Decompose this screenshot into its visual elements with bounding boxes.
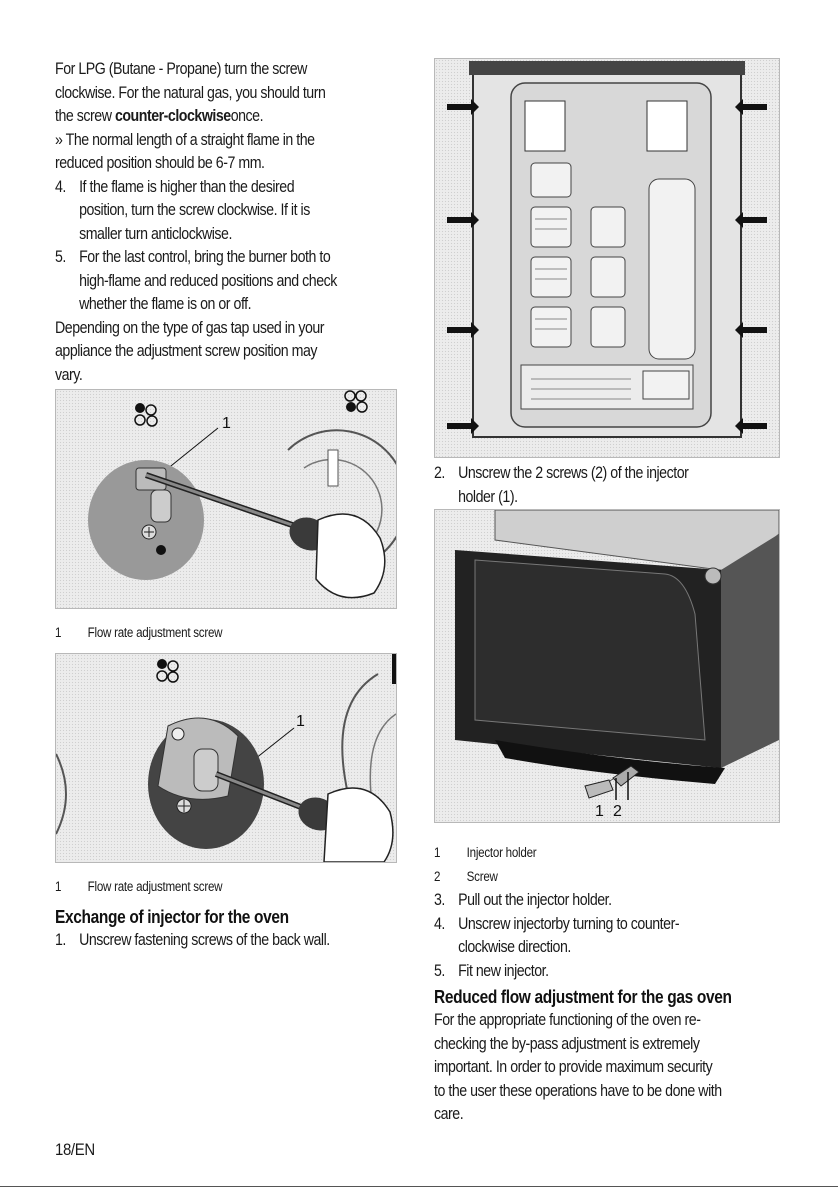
depend-line: vary. bbox=[55, 365, 83, 384]
legend-injector-holder: 1 Injector holder bbox=[434, 845, 537, 860]
step-4: 4. If the flame is higher than the desir… bbox=[55, 177, 310, 243]
reduced-flow-paragraph: For the appropriate functioning of the o… bbox=[434, 1011, 722, 1123]
bottom-rule bbox=[0, 1186, 838, 1187]
step-3: 3. Pull out the injector holder. bbox=[434, 891, 612, 909]
burner-screw-illustration-2: 1 bbox=[56, 654, 396, 862]
heading-exchange-injector: Exchange of injector for the oven bbox=[55, 907, 289, 927]
right-column: 2. Unscrew the 2 screws (2) of the injec… bbox=[434, 58, 782, 1127]
figure-back-wall bbox=[434, 58, 780, 458]
note-line: reduced position should be 6-7 mm. bbox=[55, 154, 265, 172]
intro-line: For LPG (Butane - Propane) turn the scre… bbox=[55, 60, 307, 78]
figure2-legend: 1 Flow rate adjustment screw bbox=[55, 879, 223, 894]
heading-reduced-flow: Reduced flow adjustment for the gas oven bbox=[434, 987, 732, 1007]
injector-holder-illustration: 1 2 bbox=[455, 510, 779, 820]
step-5: 5. Fit new injector. bbox=[434, 961, 549, 980]
figure-flow-screw-2: 1 bbox=[55, 653, 397, 863]
oven-back-wall-illustration bbox=[447, 61, 767, 438]
left-column: For LPG (Butane - Propane) turn the scre… bbox=[55, 58, 403, 953]
note-line: » The normal length of a straight flame … bbox=[55, 130, 315, 149]
step-5: 5. For the last control, bring the burne… bbox=[55, 248, 337, 313]
burner-screw-illustration-1: 1 bbox=[88, 390, 396, 599]
intro-line: clockwise. For the natural gas, you shou… bbox=[55, 83, 326, 102]
intro-paragraph: For LPG (Butane - Propane) turn the scre… bbox=[55, 58, 402, 387]
depend-line: appliance the adjustment screw position … bbox=[55, 342, 318, 360]
depend-line: Depending on the type of gas tap used in… bbox=[55, 318, 325, 337]
step-2: 2. Unscrew the 2 screws (2) of the injec… bbox=[434, 464, 689, 506]
page-number: 18/EN bbox=[55, 1140, 95, 1159]
intro-line: the screw counter-clockwiseonce. bbox=[55, 107, 264, 125]
callout-1: 1 bbox=[222, 415, 231, 432]
figure1-legend: 1 Flow rate adjustment screw bbox=[55, 625, 223, 640]
callout-1: 1 bbox=[296, 713, 305, 730]
callout-2: 2 bbox=[613, 803, 622, 820]
step-4: 4. Unscrew injectorby turning to counter… bbox=[434, 914, 680, 957]
legend-screw: 2 Screw bbox=[434, 869, 498, 884]
figure-injector-holder: 1 2 bbox=[434, 509, 780, 823]
counter-clockwise-emphasis: counter-clockwise bbox=[114, 107, 231, 125]
exchange-steps: 1. Unscrew fastening screws of the back … bbox=[55, 929, 402, 953]
callout-1: 1 bbox=[595, 803, 604, 820]
step-1: 1. Unscrew fastening screws of the back … bbox=[55, 931, 330, 949]
injector-steps: 3. Pull out the injector holder. 4. Unsc… bbox=[434, 889, 781, 983]
figure-flow-screw-1: 1 bbox=[55, 389, 397, 609]
